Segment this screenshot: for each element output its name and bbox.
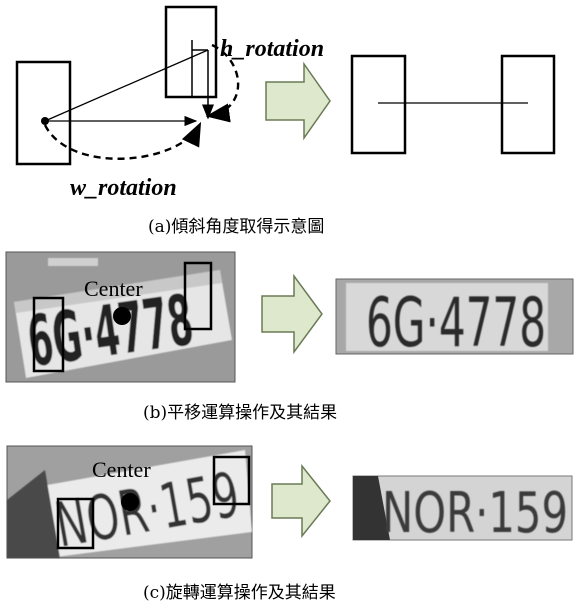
result-right-box (502, 56, 554, 153)
caption-b: (b)平移運算操作及其結果 (143, 403, 337, 423)
w-rotation-arc (45, 124, 200, 159)
plate-output-text-b: 6G·4778 (366, 284, 546, 363)
result-left-box (352, 56, 405, 153)
panel-b: 6G·4778 Center 6G·4778 (b)平移運算操作及其結果 (6, 252, 573, 423)
center-dot-c (121, 493, 139, 511)
w-rotation-label: w_rotation (70, 175, 177, 201)
center-label-c: Center (92, 457, 151, 482)
transform-arrow-a (266, 64, 330, 138)
transform-arrow-b (262, 276, 322, 352)
h-rotation-label: h_rotation (220, 36, 324, 62)
center-dot-b (113, 307, 131, 325)
center-label-b: Center (84, 276, 143, 301)
caption-c: (c)旋轉運算操作及其結果 (143, 583, 336, 603)
plate-output-text-c: NOR·159 (382, 481, 568, 546)
panel-c: NOR·159 Center NOR·159 (c)旋轉運算操作及其結果 (7, 446, 572, 603)
transform-arrow-c (272, 466, 330, 536)
caption-a: (a)傾斜角度取得示意圖 (148, 217, 324, 237)
panel-a: h_rotation w_rotation (a)傾斜角度取得示意圖 (17, 7, 554, 237)
